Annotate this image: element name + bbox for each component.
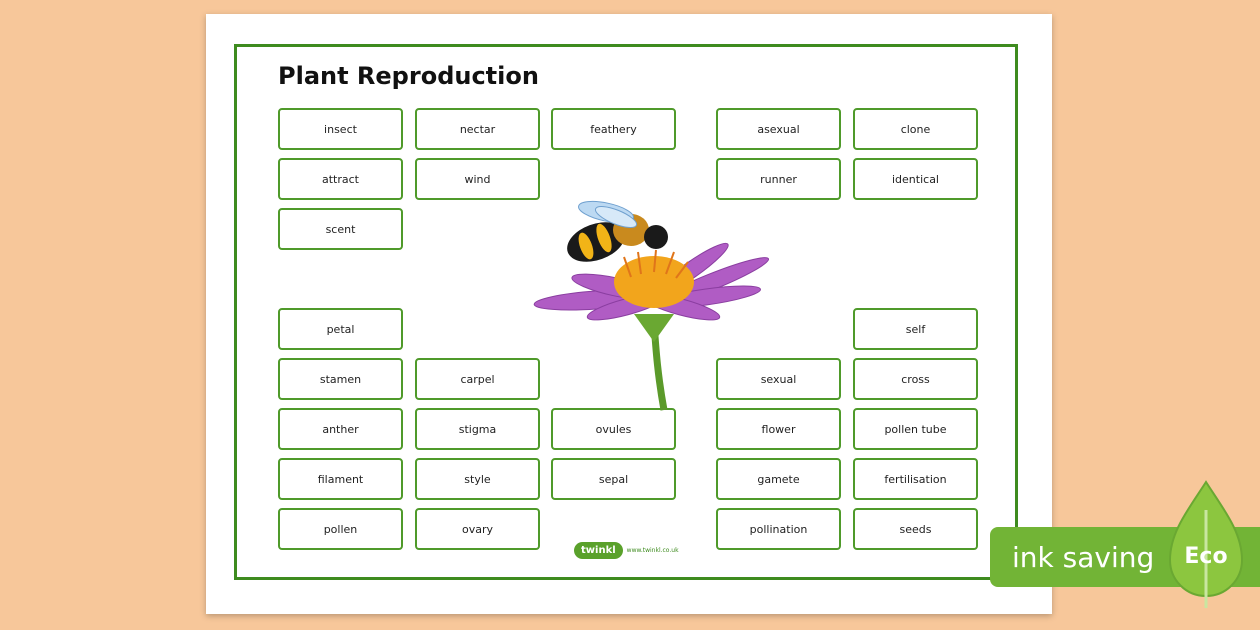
word-card-anther: anther (278, 408, 403, 450)
word-card-petal: petal (278, 308, 403, 350)
logo-url: www.twinkl.co.uk (626, 547, 679, 554)
word-card-sexual: sexual (716, 358, 841, 400)
green-frame (234, 44, 1018, 580)
word-card-style: style (415, 458, 540, 500)
word-card-wind: wind (415, 158, 540, 200)
word-card-pollination: pollination (716, 508, 841, 550)
word-card-self: self (853, 308, 978, 350)
word-card-asexual: asexual (716, 108, 841, 150)
word-card-filament: filament (278, 458, 403, 500)
word-card-gamete: gamete (716, 458, 841, 500)
word-card-nectar: nectar (415, 108, 540, 150)
word-card-pollen-tube: pollen tube (853, 408, 978, 450)
word-card-cross: cross (853, 358, 978, 400)
word-card-scent: scent (278, 208, 403, 250)
word-card-pollen: pollen (278, 508, 403, 550)
eco-label: Eco (1184, 544, 1228, 569)
logo-brand: twinkl (574, 542, 623, 559)
twinkl-logo: twinkl www.twinkl.co.uk (574, 542, 679, 559)
word-card-ovary: ovary (415, 508, 540, 550)
eco-leaf-drop-icon (1168, 480, 1244, 608)
word-mat-sheet: Plant Reproduction insect nectar feather… (206, 14, 1052, 614)
ink-saving-label: ink saving (1012, 540, 1155, 574)
word-card-identical: identical (853, 158, 978, 200)
word-card-stigma: stigma (415, 408, 540, 450)
word-card-flower: flower (716, 408, 841, 450)
word-card-fertilisation: fertilisation (853, 458, 978, 500)
word-card-carpel: carpel (415, 358, 540, 400)
word-card-seeds: seeds (853, 508, 978, 550)
word-card-runner: runner (716, 158, 841, 200)
word-card-feathery: feathery (551, 108, 676, 150)
word-card-sepal: sepal (551, 458, 676, 500)
word-card-ovules: ovules (551, 408, 676, 450)
bee-on-flower-illustration (533, 200, 770, 411)
word-card-insect: insect (278, 108, 403, 150)
page-title: Plant Reproduction (278, 62, 539, 90)
word-card-attract: attract (278, 158, 403, 200)
word-card-stamen: stamen (278, 358, 403, 400)
word-card-clone: clone (853, 108, 978, 150)
